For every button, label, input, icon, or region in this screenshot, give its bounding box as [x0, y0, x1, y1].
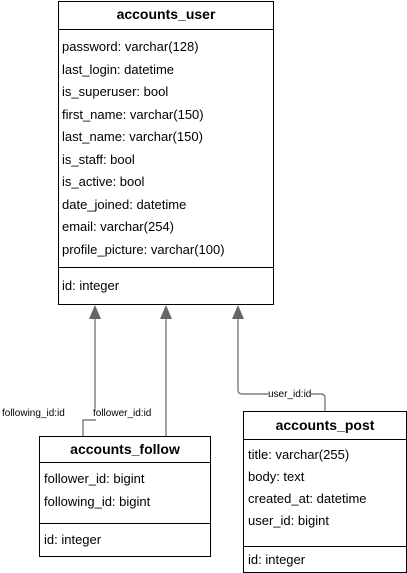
- primary-key-row: id: integer: [248, 552, 306, 567]
- attribute-row: follower_id: bigint: [44, 471, 145, 486]
- attribute-row: is_superuser: bool: [62, 84, 169, 99]
- edge-label-following: following_id:id: [2, 408, 65, 419]
- entity-accounts-follow[interactable]: accounts_follow follower_id: bigint foll…: [39, 436, 211, 557]
- entity-accounts-user[interactable]: accounts_user password: varchar(128) las…: [58, 1, 274, 305]
- primary-key-row: id: integer: [62, 278, 120, 293]
- attribute-row: is_active: bool: [62, 174, 145, 189]
- attribute-list: follower_id: bigint following_id: bigint: [40, 463, 210, 524]
- edge-label-follower: follower_id:id: [93, 408, 152, 419]
- entity-title: accounts_post: [244, 412, 406, 440]
- attribute-list: password: varchar(128) last_login: datet…: [59, 30, 273, 268]
- attribute-row: user_id: bigint: [248, 513, 329, 528]
- attribute-row: profile_picture: varchar(100): [62, 241, 225, 257]
- attribute-row: created_at: datetime: [248, 491, 367, 506]
- entity-title: accounts_follow: [40, 437, 210, 463]
- attribute-row: following_id: bigint: [44, 494, 151, 509]
- entity-title: accounts_user: [59, 2, 273, 30]
- user-id-arrowhead: [232, 305, 244, 319]
- attribute-row: title: varchar(255): [248, 447, 350, 462]
- attribute-list: title: varchar(255) body: text created_a…: [244, 440, 406, 547]
- attribute-row: date_joined: datetime: [62, 196, 187, 212]
- attribute-row: last_login: datetime: [62, 61, 175, 77]
- follower-arrowhead: [160, 305, 172, 319]
- attribute-row: is_staff: bool: [62, 151, 135, 167]
- attribute-row: body: text: [248, 469, 305, 484]
- following-arrowhead: [89, 305, 101, 319]
- attribute-row: password: varchar(128): [62, 39, 199, 54]
- entity-accounts-post[interactable]: accounts_post title: varchar(255) body: …: [243, 411, 407, 573]
- primary-key-row: id: integer: [44, 532, 102, 547]
- attribute-row: email: varchar(254): [62, 219, 174, 234]
- attribute-row: last_name: varchar(150): [62, 129, 203, 144]
- edge-label-user-id: user_id:id: [268, 389, 312, 400]
- following-connector: [82, 318, 96, 436]
- attribute-row: first_name: varchar(150): [62, 106, 204, 122]
